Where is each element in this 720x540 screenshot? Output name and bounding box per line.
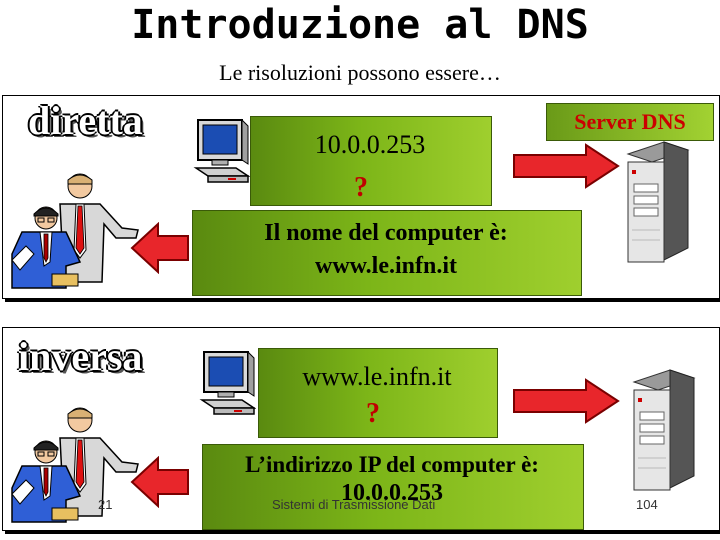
- computer-icon: [198, 350, 257, 420]
- arrow-left-icon: [130, 221, 190, 275]
- answer-box-inversa: [202, 444, 584, 530]
- footer-left: 21: [98, 497, 113, 512]
- answer-line2-inversa: 10.0.0.253: [341, 480, 443, 506]
- query-text-diretta: 10.0.0.253: [314, 130, 426, 159]
- computer-icon: [192, 118, 251, 188]
- answer-line2-diretta: www.le.infn.it: [314, 253, 457, 279]
- arrow-left-icon: [130, 455, 190, 509]
- server-icon: [624, 368, 696, 492]
- server-icon: [618, 140, 690, 264]
- question-mark-diretta: ?: [354, 172, 368, 203]
- footer-page-number: 104: [636, 497, 658, 512]
- answer-line1-diretta: Il nome del computer è:: [264, 220, 508, 246]
- question-mark-inversa: ?: [366, 398, 380, 429]
- arrow-right-icon: [512, 143, 622, 189]
- arrow-right-icon: [512, 378, 622, 424]
- query-text-inversa: www.le.infn.it: [302, 362, 452, 391]
- query-box-inversa: [258, 348, 498, 438]
- people-icon: [4, 170, 154, 292]
- label-inversa: inversa: [18, 334, 143, 379]
- footer-center: Sistemi di Trasmissione Dati: [272, 497, 436, 512]
- server-dns-label: Server DNS: [546, 103, 714, 141]
- answer-box-diretta: [192, 210, 582, 296]
- query-box-diretta: [250, 116, 492, 206]
- page-title: Introduzione al DNS: [131, 2, 589, 48]
- people-icon: [4, 404, 154, 526]
- label-diretta: diretta: [28, 98, 143, 143]
- page-subtitle: Le risoluzioni possono essere…: [219, 60, 501, 85]
- answer-line1-inversa: L’indirizzo IP del computer è:: [245, 452, 539, 477]
